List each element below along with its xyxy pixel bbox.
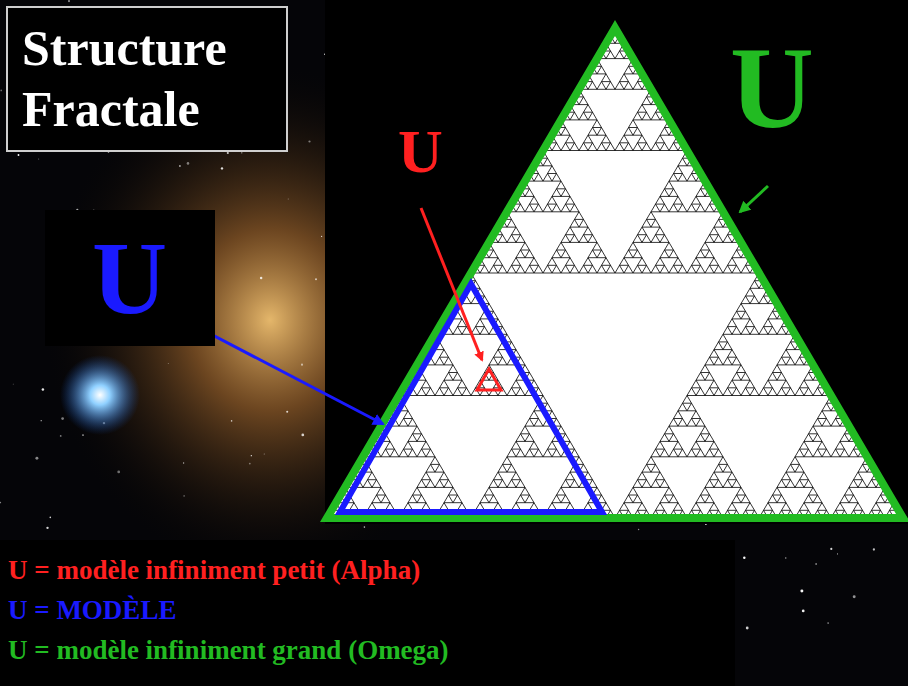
star bbox=[251, 455, 252, 456]
star bbox=[260, 277, 263, 280]
legend-entry: U = modèle infiniment petit (Alpha) bbox=[8, 550, 725, 590]
star bbox=[50, 517, 52, 519]
star bbox=[0, 502, 1, 504]
alpha-arrow bbox=[421, 208, 482, 360]
star bbox=[746, 627, 749, 630]
star bbox=[60, 435, 62, 437]
star bbox=[221, 167, 223, 169]
star bbox=[837, 553, 838, 554]
legend-box: U = modèle infiniment petit (Alpha)U = M… bbox=[0, 540, 735, 686]
star bbox=[743, 557, 745, 559]
star bbox=[38, 158, 39, 159]
star bbox=[82, 434, 84, 436]
star bbox=[42, 388, 45, 391]
star bbox=[231, 420, 233, 422]
star bbox=[308, 140, 310, 142]
star bbox=[286, 411, 288, 413]
title: Structure Fractale bbox=[22, 18, 272, 140]
alpha-triangle bbox=[477, 369, 501, 390]
star bbox=[179, 165, 181, 167]
model-triangle bbox=[340, 284, 602, 512]
blue-star bbox=[60, 355, 140, 435]
u-label: U bbox=[730, 30, 814, 146]
star bbox=[301, 434, 304, 437]
star bbox=[827, 622, 829, 624]
star bbox=[183, 495, 184, 496]
star bbox=[321, 236, 322, 237]
star bbox=[227, 152, 229, 154]
star bbox=[802, 610, 805, 613]
star bbox=[785, 557, 786, 558]
star bbox=[12, 383, 14, 385]
u-label: U bbox=[92, 226, 167, 330]
legend-entry: U = modèle infiniment grand (Omega) bbox=[8, 630, 725, 670]
star bbox=[638, 529, 639, 530]
star bbox=[61, 417, 64, 420]
star bbox=[41, 420, 42, 421]
u-label: U bbox=[398, 120, 443, 182]
star bbox=[183, 462, 184, 463]
black-panel bbox=[325, 0, 908, 524]
star bbox=[46, 527, 48, 529]
star bbox=[815, 563, 817, 565]
star bbox=[241, 152, 242, 153]
omega-arrow bbox=[740, 186, 768, 212]
star bbox=[35, 457, 38, 460]
star bbox=[18, 154, 20, 156]
star bbox=[800, 589, 803, 592]
star bbox=[249, 463, 251, 465]
star bbox=[0, 90, 2, 92]
star bbox=[873, 548, 875, 550]
star bbox=[853, 595, 856, 598]
star bbox=[263, 453, 265, 455]
star bbox=[117, 471, 120, 474]
star bbox=[364, 526, 366, 528]
star bbox=[187, 162, 190, 165]
star bbox=[315, 278, 317, 280]
fractal-ground bbox=[327, 28, 903, 518]
star bbox=[301, 364, 303, 366]
title-box: Structure Fractale bbox=[6, 6, 288, 152]
star bbox=[287, 198, 289, 200]
legend-entry: U = MODÈLE bbox=[8, 590, 725, 630]
star bbox=[168, 363, 169, 364]
star bbox=[830, 548, 832, 550]
star bbox=[68, 0, 70, 2]
fractal-lines bbox=[327, 28, 903, 518]
omega-triangle bbox=[327, 28, 903, 518]
